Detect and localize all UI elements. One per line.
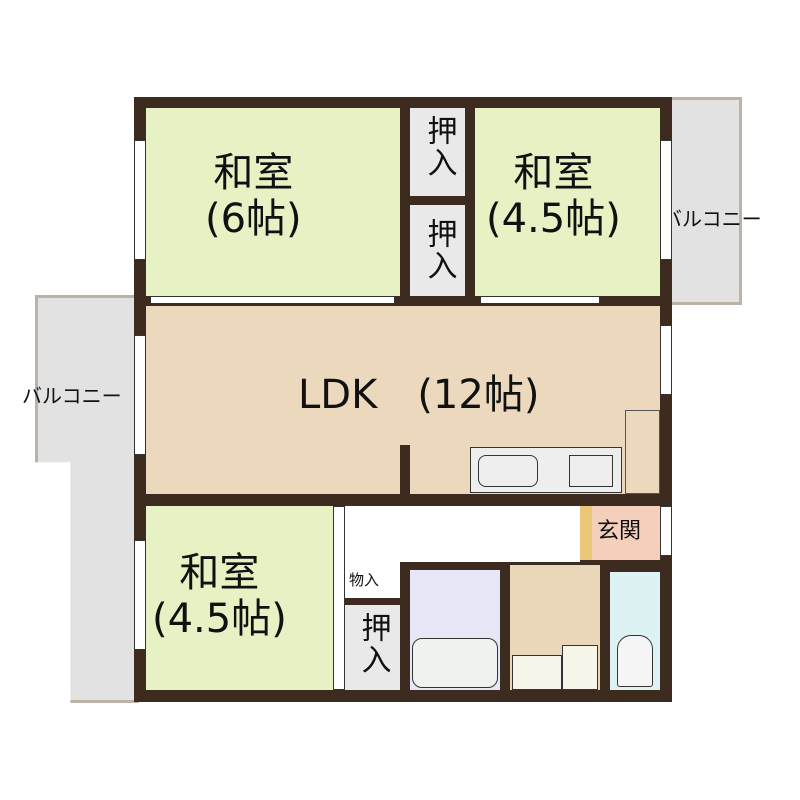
bathtub <box>412 638 498 688</box>
closet-bottom <box>345 605 400 690</box>
sliding-door[interactable] <box>333 506 345 690</box>
closet-top-1-label: 押入 <box>421 115 457 179</box>
washitsu-6 <box>146 108 400 296</box>
washitsu-6-label: 和室(6帖) <box>205 150 302 242</box>
window[interactable] <box>660 325 672 395</box>
washing-machine <box>562 645 598 690</box>
storage-label: 物入 <box>349 571 380 589</box>
genkan-step <box>580 506 592 560</box>
window[interactable] <box>660 140 672 260</box>
washitsu-45-bottom <box>146 506 333 690</box>
room-name: 和室 <box>213 150 294 196</box>
stove <box>569 455 613 487</box>
sink <box>478 455 538 487</box>
closet-top-2-label: 押入 <box>421 218 457 282</box>
hallway <box>345 506 580 562</box>
ldk-divider-wall <box>400 445 410 495</box>
window[interactable] <box>134 540 146 650</box>
genkan <box>592 506 660 560</box>
closet-bottom-label: 押入 <box>355 612 391 676</box>
genkan-label: 玄関 <box>597 519 642 544</box>
fridge-space <box>625 410 660 494</box>
room-size: (4.5帖) <box>152 596 287 642</box>
room-size: (6帖) <box>205 196 302 242</box>
balcony-right <box>668 97 742 305</box>
entrance-door[interactable] <box>660 506 672 556</box>
window[interactable] <box>134 140 146 260</box>
window[interactable] <box>134 335 146 455</box>
room-name: 和室 <box>179 550 260 596</box>
closet-top-2 <box>410 205 465 296</box>
sliding-door[interactable] <box>480 296 600 304</box>
kitchen-counter <box>470 447 622 493</box>
washbasin <box>512 655 562 690</box>
washitsu-45-bottom-label: 和室(4.5帖) <box>152 550 287 642</box>
washitsu-45-top-label: 和室(4.5帖) <box>486 150 621 242</box>
closet-top-1 <box>410 108 465 196</box>
room-size: (4.5帖) <box>486 196 621 242</box>
room-name: 和室 <box>513 150 594 196</box>
balcony-left-label: バルコニー <box>22 384 122 408</box>
washitsu-45-top <box>475 108 660 296</box>
balcony-left <box>35 295 139 703</box>
balcony-right-label: バルコニー <box>662 207 762 231</box>
toilet <box>617 635 653 687</box>
sliding-door[interactable] <box>150 296 395 304</box>
storage <box>345 562 400 598</box>
ldk-label: LDK (12帖) <box>298 372 540 418</box>
